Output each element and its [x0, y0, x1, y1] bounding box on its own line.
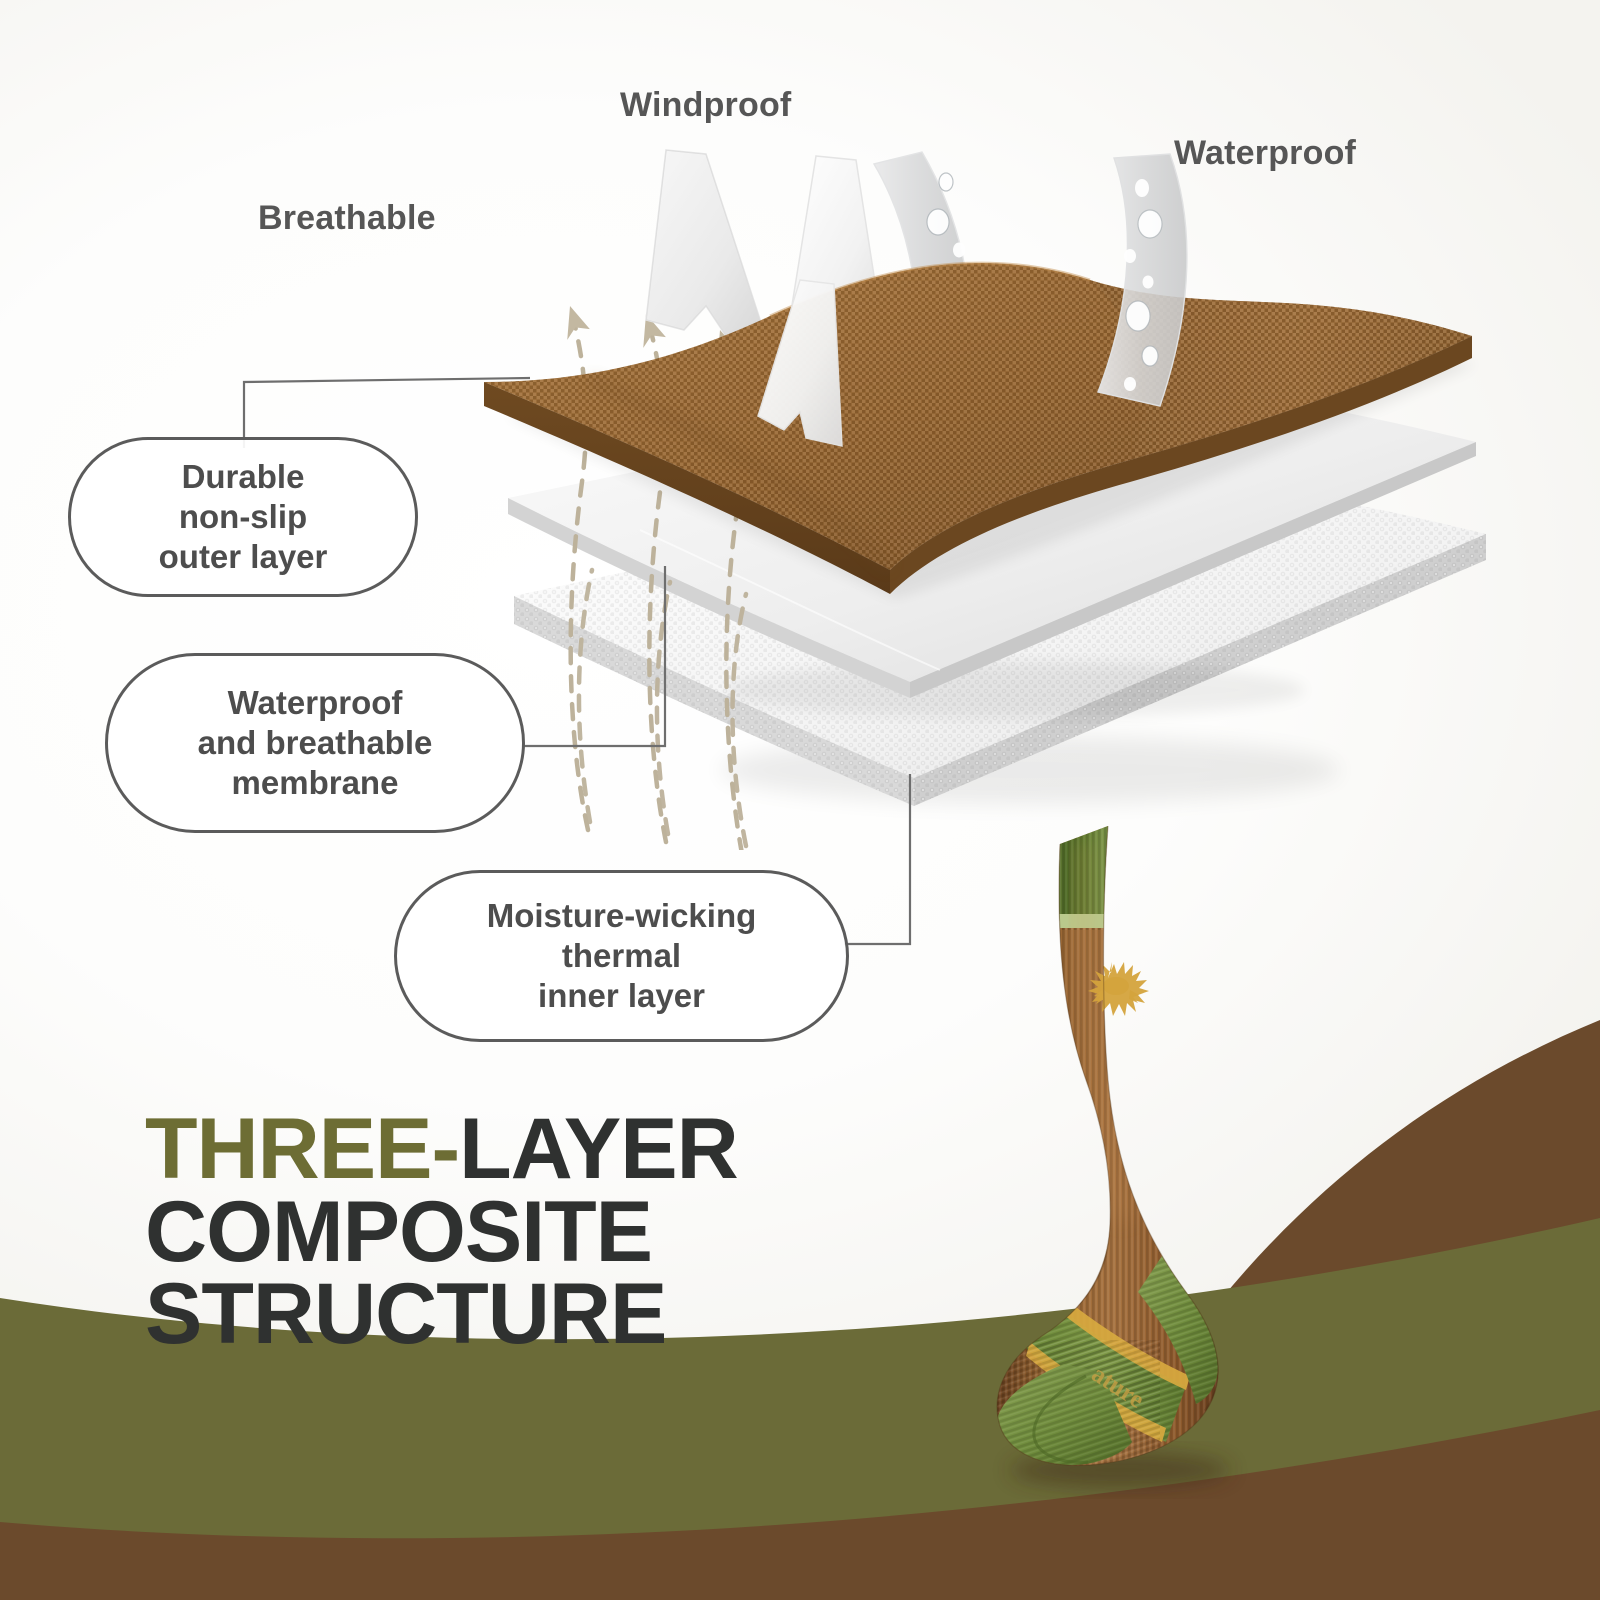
headline-accent: THREE-: [145, 1101, 460, 1197]
product-sock-image: ature: [990, 780, 1510, 1570]
moisture-arrowheads: [567, 306, 740, 364]
headline-line1-rest: LAYER: [459, 1101, 739, 1197]
headline-line2: COMPOSITE: [145, 1183, 653, 1280]
sock-body: ature: [996, 825, 1219, 1466]
waterproof-ribbon-front: [1097, 153, 1188, 407]
callout-membrane-text: Waterproof and breathable membrane: [197, 683, 433, 802]
callout-outer-layer-text: Durable non-slip outer layer: [158, 457, 328, 576]
callout-inner-layer-text: Moisture-wicking thermal inner layer: [486, 896, 757, 1015]
three-layer-fabric-diagram: [484, 149, 1486, 850]
moisture-escape-arrows: [567, 303, 745, 850]
callout-membrane[interactable]: Waterproof and breathable membrane: [105, 653, 525, 833]
leader-line-inner-layer: [844, 774, 912, 946]
leader-line-membrane: [523, 566, 667, 748]
feature-label-breathable: Breathable: [258, 199, 436, 237]
headline-line3: STRUCTURE: [145, 1266, 667, 1363]
callout-inner-layer[interactable]: Moisture-wicking thermal inner layer: [394, 870, 849, 1042]
feature-label-waterproof: Waterproof: [1174, 134, 1357, 172]
sock-heel: [1138, 1250, 1219, 1404]
waterproof-ribbon-back: [872, 151, 972, 375]
layer-membrane: [508, 376, 1476, 718]
page-title: THREE-LAYER COMPOSITE STRUCTURE: [145, 1106, 1025, 1363]
sock-toe: [997, 1340, 1160, 1466]
callout-outer-layer[interactable]: Durable non-slip outer layer: [68, 437, 418, 597]
layer-outer-woven: [484, 261, 1476, 598]
layer-inner-knit: [514, 468, 1486, 806]
deer-emblem: [1088, 962, 1149, 1016]
windproof-blade-front: [757, 279, 843, 447]
windproof-blades: [645, 149, 885, 345]
feature-label-windproof: Windproof: [620, 86, 792, 124]
moisture-escape-arrows-front: [576, 567, 749, 849]
